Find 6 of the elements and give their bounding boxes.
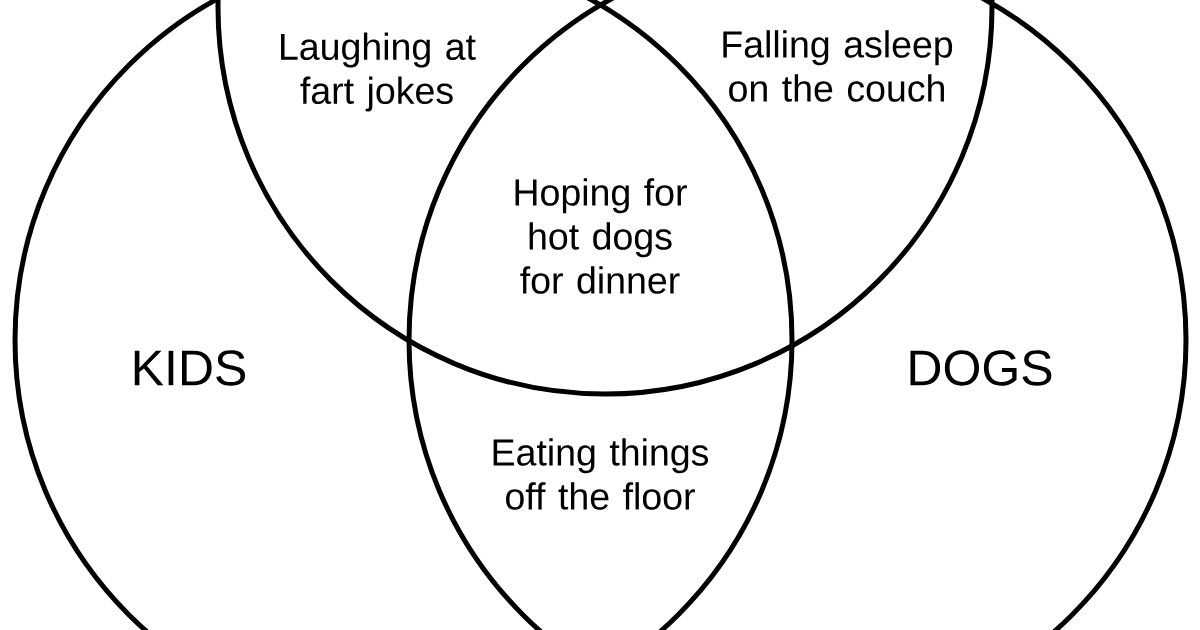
overlap-label: Laughing at fart jokes (281, 32, 476, 112)
overlap-label: Hoping for hot dogs for dinner (515, 178, 687, 294)
overlap-label: Falling asleep on the couch (723, 30, 953, 102)
overlap-label: Eating things off the floor (493, 438, 709, 510)
set-label: KIDS (134, 350, 246, 386)
set-label: DOGS (910, 350, 1052, 386)
